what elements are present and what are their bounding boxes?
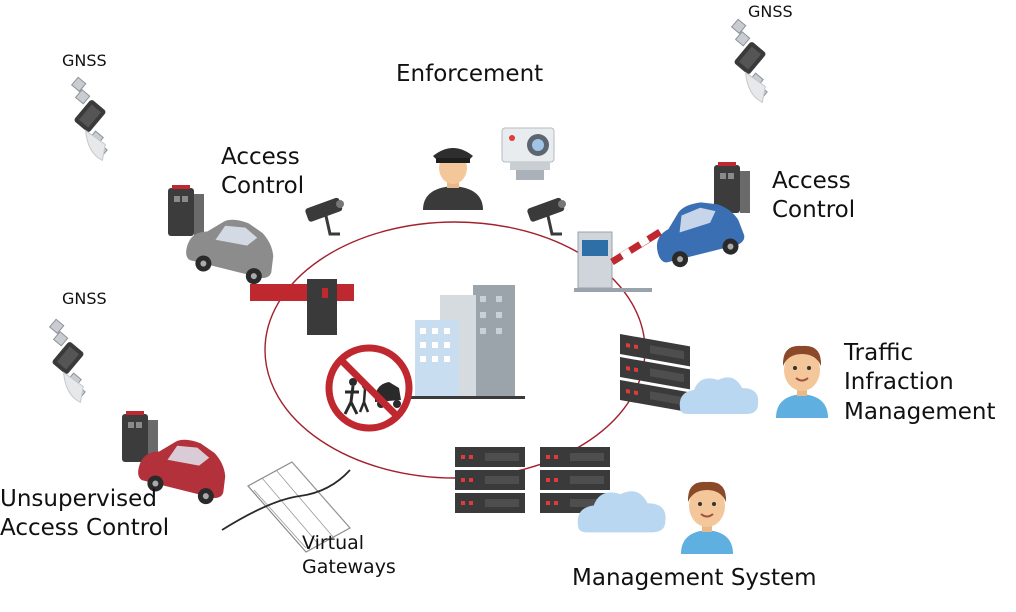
server-rack-icon: [620, 334, 690, 413]
cctv-camera-icon: [302, 195, 346, 236]
unsupervised-access-label: Unsupervised Access Control: [0, 485, 169, 544]
camera-icon: [501, 127, 555, 180]
label-line: Access Control: [0, 515, 170, 542]
gps-tracker-icon: [168, 185, 204, 236]
label-line: Access: [221, 144, 300, 170]
label-line: Unsupervised: [0, 486, 157, 512]
gnss-label: GNSS: [62, 51, 107, 70]
server-rack-icon: [455, 447, 525, 513]
person-avatar-icon: [680, 480, 734, 555]
access-control-right-label: Access Control: [772, 167, 855, 226]
person-avatar-icon: [775, 344, 829, 419]
virtual-gateway-icon: [221, 461, 351, 553]
barrier-gate-icon: [250, 279, 354, 335]
label-line: Access: [772, 168, 851, 194]
label-line: Gateways: [302, 556, 396, 579]
no-pedestrian-sign-icon: [325, 344, 413, 432]
label-line: Control: [221, 173, 305, 200]
access-control-left-label: Access Control: [221, 143, 304, 202]
enforcement-label: Enforcement: [396, 61, 544, 87]
gnss-label: GNSS: [748, 2, 793, 21]
booth-barrier-icon: [574, 229, 662, 292]
label-line: Traffic: [844, 340, 914, 366]
label-line: Control: [772, 197, 856, 224]
satellite-icon: [46, 76, 134, 162]
traffic-infraction-label: Traffic Infraction Management: [844, 339, 996, 427]
police-officer-icon: [423, 148, 483, 210]
gnss-label: GNSS: [62, 289, 107, 308]
virtual-gateways-label: Virtual Gateways: [302, 531, 396, 580]
satellite-icon: [24, 318, 112, 404]
satellite-icon: [706, 18, 794, 104]
label-line: Virtual: [302, 532, 365, 554]
management-system-label: Management System: [572, 565, 817, 591]
label-line: Management: [844, 398, 996, 425]
cloud-icon: [679, 377, 759, 414]
label-line: Infraction: [844, 369, 954, 396]
cctv-camera-icon: [524, 195, 568, 236]
buildings-icon: [410, 285, 525, 399]
